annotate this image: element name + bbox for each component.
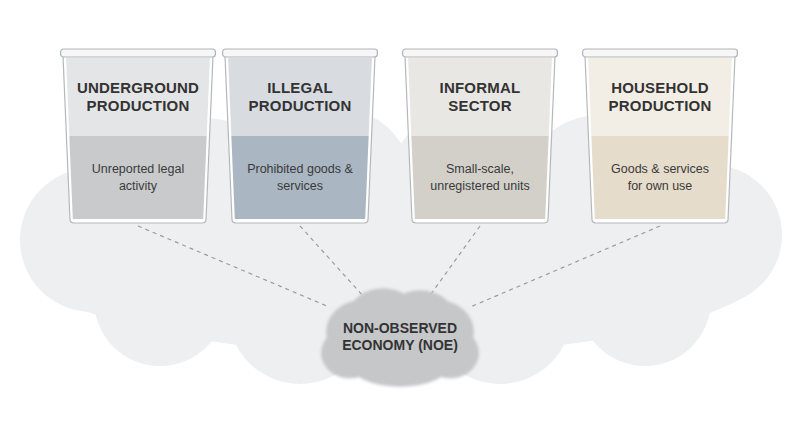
noe-label: NON-OBSERVED ECONOMY (NOE) [340,320,460,354]
category-heading: INFORMAL SECTOR [414,79,546,115]
category-cup: UNDERGROUND PRODUCTION Unreported legal a… [60,48,216,224]
dashed-connector [430,226,480,296]
category-cup: HOUSEHOLD PRODUCTION Goods & services for… [582,48,738,224]
category-heading: ILLEGAL PRODUCTION [234,79,366,115]
category-cup: ILLEGAL PRODUCTION Prohibited goods & ser… [222,48,378,224]
noe-cloud: NON-OBSERVED ECONOMY (NOE) [316,284,484,390]
cup-outline [60,48,216,224]
cup-outline [402,48,558,224]
category-heading: HOUSEHOLD PRODUCTION [594,79,726,115]
dashed-connector [138,226,328,306]
category-description: Unreported legal activity [82,161,194,195]
category-cup: INFORMAL SECTOR Small-scale, unregistered… [402,48,558,224]
dashed-connector [472,226,660,306]
dashed-connector [300,226,363,296]
cup-outline [582,48,738,224]
category-description: Prohibited goods & services [244,161,356,195]
category-heading: UNDERGROUND PRODUCTION [72,79,204,115]
cup-outline [222,48,378,224]
category-description: Small-scale, unregistered units [424,161,536,195]
category-description: Goods & services for own use [604,161,716,195]
